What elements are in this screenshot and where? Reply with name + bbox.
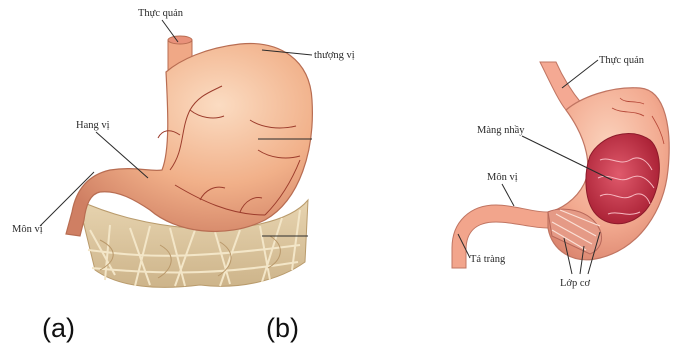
label-mucosa-b: Màng nhầy (477, 125, 525, 136)
label-esophagus-a: Thực quản (138, 8, 184, 19)
figure-a: Thực quản thượng vị Hang vị Môn vị (a) (12, 8, 355, 343)
stomach-a (66, 43, 312, 236)
leader-esophagus-b (562, 60, 598, 88)
caption-a: (a) (42, 313, 75, 343)
leader-pylorus-b (502, 184, 514, 206)
label-pylorus-a: Môn vị (12, 224, 43, 235)
label-esophagus-b: Thực quản (599, 55, 645, 66)
caption-b: (b) (266, 313, 299, 343)
label-antrum-a: Hang vị (76, 120, 110, 131)
label-pylorus-b: Môn vị (487, 172, 518, 183)
label-muscle-layer-b: Lớp cơ (560, 278, 591, 289)
label-fundus-a: thượng vị (314, 50, 355, 61)
figure-b: Thực quản Màng nhầy Môn vị Tá tràng Lớp … (266, 55, 669, 343)
label-duodenum-b: Tá tràng (470, 254, 506, 265)
